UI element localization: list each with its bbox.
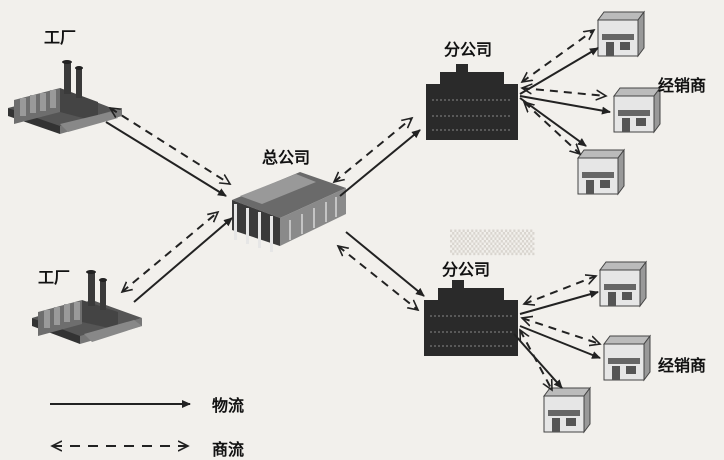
branch-top-label: 分公司 <box>444 40 493 59</box>
logistics-arrow <box>519 95 611 115</box>
logistics-arrow <box>339 129 421 197</box>
branch-bottom-icon <box>424 280 518 356</box>
headquarters-label: 总公司 <box>262 148 311 167</box>
commerce-arrow <box>110 108 230 184</box>
arrows-factory-bottom-hq <box>122 212 233 303</box>
arrows-hq-branch-top <box>334 118 421 197</box>
logistics-arrow <box>519 97 587 147</box>
dealer-bottom-label: 经销商 <box>658 356 707 375</box>
logistics-arrow <box>105 121 227 197</box>
logistics-arrow <box>513 333 563 389</box>
branch-top-icon <box>426 64 518 140</box>
headquarters-icon <box>232 172 346 252</box>
commerce-arrow <box>338 246 418 310</box>
dealer-shop-icon <box>599 260 647 308</box>
factory-top-icon <box>8 60 122 134</box>
arrows-hq-branch-bottom <box>338 231 425 310</box>
legend-logistics-label: 物流 <box>212 396 245 415</box>
arrows-factory-top-hq <box>105 108 230 197</box>
logistics-arrow <box>519 290 599 315</box>
dealer-shop-icon <box>597 10 645 58</box>
arrows-branch-top-dealers <box>519 30 611 154</box>
dealer-shop-icon <box>577 148 625 196</box>
arrows-branch-bottom-dealers <box>513 276 600 390</box>
factory-bottom-icon <box>32 270 142 344</box>
commerce-arrow <box>122 212 218 292</box>
commerce-arrow <box>522 30 594 82</box>
logistics-arrow <box>133 217 233 303</box>
background-bleed-text: ▒▒▒▒▒ <box>450 230 535 256</box>
commerce-arrow <box>524 102 580 154</box>
commerce-arrow <box>524 276 596 304</box>
branch-bottom-label: 分公司 <box>442 260 491 279</box>
dealer-shop-icon <box>603 334 651 382</box>
legend-commerce-label: 商流 <box>212 440 245 459</box>
dealer-shop-icon <box>543 386 591 434</box>
commerce-arrow <box>334 118 412 182</box>
dealer-top-label: 经销商 <box>658 76 707 95</box>
commerce-arrow <box>522 88 606 96</box>
logistics-arrow <box>345 231 425 297</box>
factory-top-label: 工厂 <box>44 28 77 47</box>
legend <box>50 400 191 446</box>
dealer-shop-icon <box>613 86 661 134</box>
factory-bottom-label: 工厂 <box>38 268 71 287</box>
